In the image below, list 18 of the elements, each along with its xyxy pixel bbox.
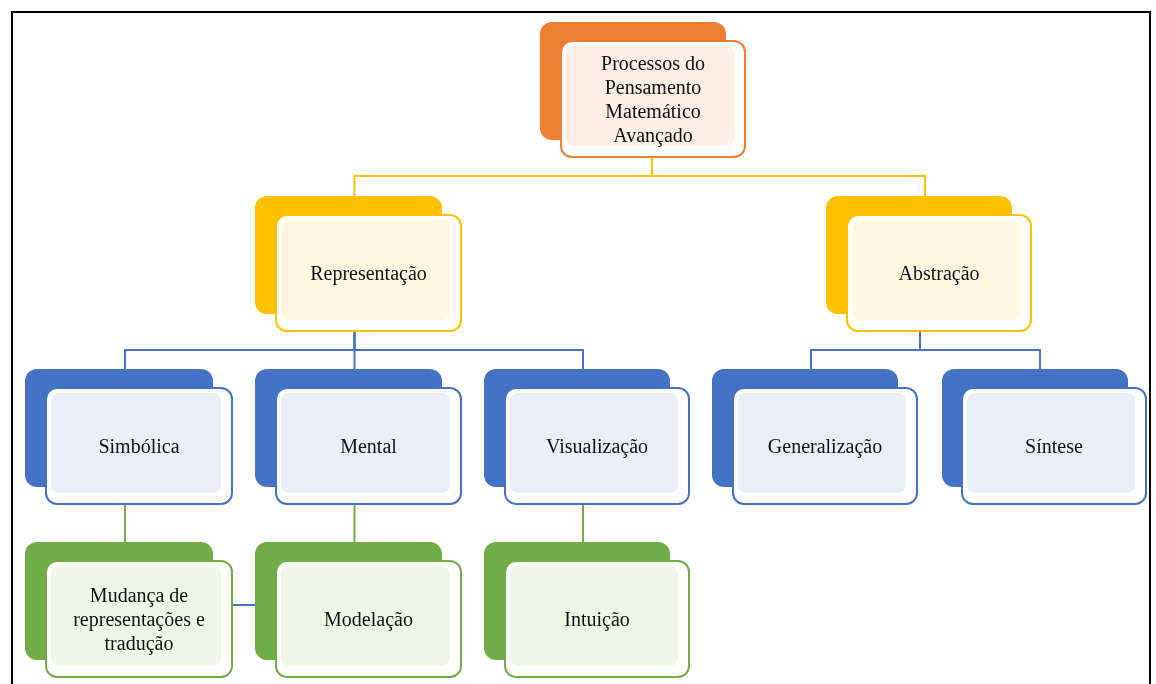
concept-box: Generalização xyxy=(732,387,918,505)
concept-box: Abstração xyxy=(846,214,1032,332)
concept-box: Simbólica xyxy=(45,387,233,505)
connector-line xyxy=(353,331,584,370)
concept-box: Intuição xyxy=(504,560,690,678)
concept-box: Representação xyxy=(275,214,462,332)
concept-box: Mental xyxy=(275,387,462,505)
concept-box: Processos do Pensamento Matemático Avançado xyxy=(560,40,746,158)
connector-line xyxy=(919,331,1041,370)
concept-box: Síntese xyxy=(961,387,1147,505)
connector-line xyxy=(353,504,356,543)
concept-box: Mudança de representações e tradução xyxy=(45,560,233,678)
connector-line xyxy=(651,157,926,197)
connector-line xyxy=(124,504,126,543)
concept-box: Modelação xyxy=(275,560,462,678)
concept-box: Visualização xyxy=(504,387,690,505)
connector-line xyxy=(582,504,584,543)
connector-line xyxy=(232,604,256,606)
